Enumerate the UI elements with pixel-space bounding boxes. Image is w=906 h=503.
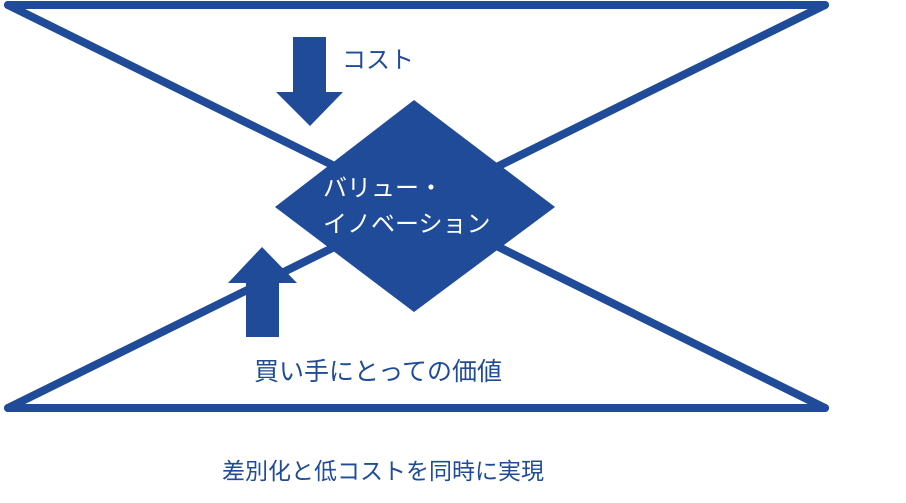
value-innovation-label-line1: バリュー・ xyxy=(323,174,443,202)
value-innovation-diamond xyxy=(275,100,555,312)
value-innovation-label-line2: イノベーション xyxy=(323,210,491,238)
diagram-caption: 差別化と低コストを同時に実現 xyxy=(222,459,544,485)
down-arrow-icon xyxy=(276,37,343,126)
buyer-value-label: 買い手にとっての価値 xyxy=(254,357,503,386)
up-arrow-icon xyxy=(228,247,297,337)
cost-label: コスト xyxy=(342,46,414,74)
